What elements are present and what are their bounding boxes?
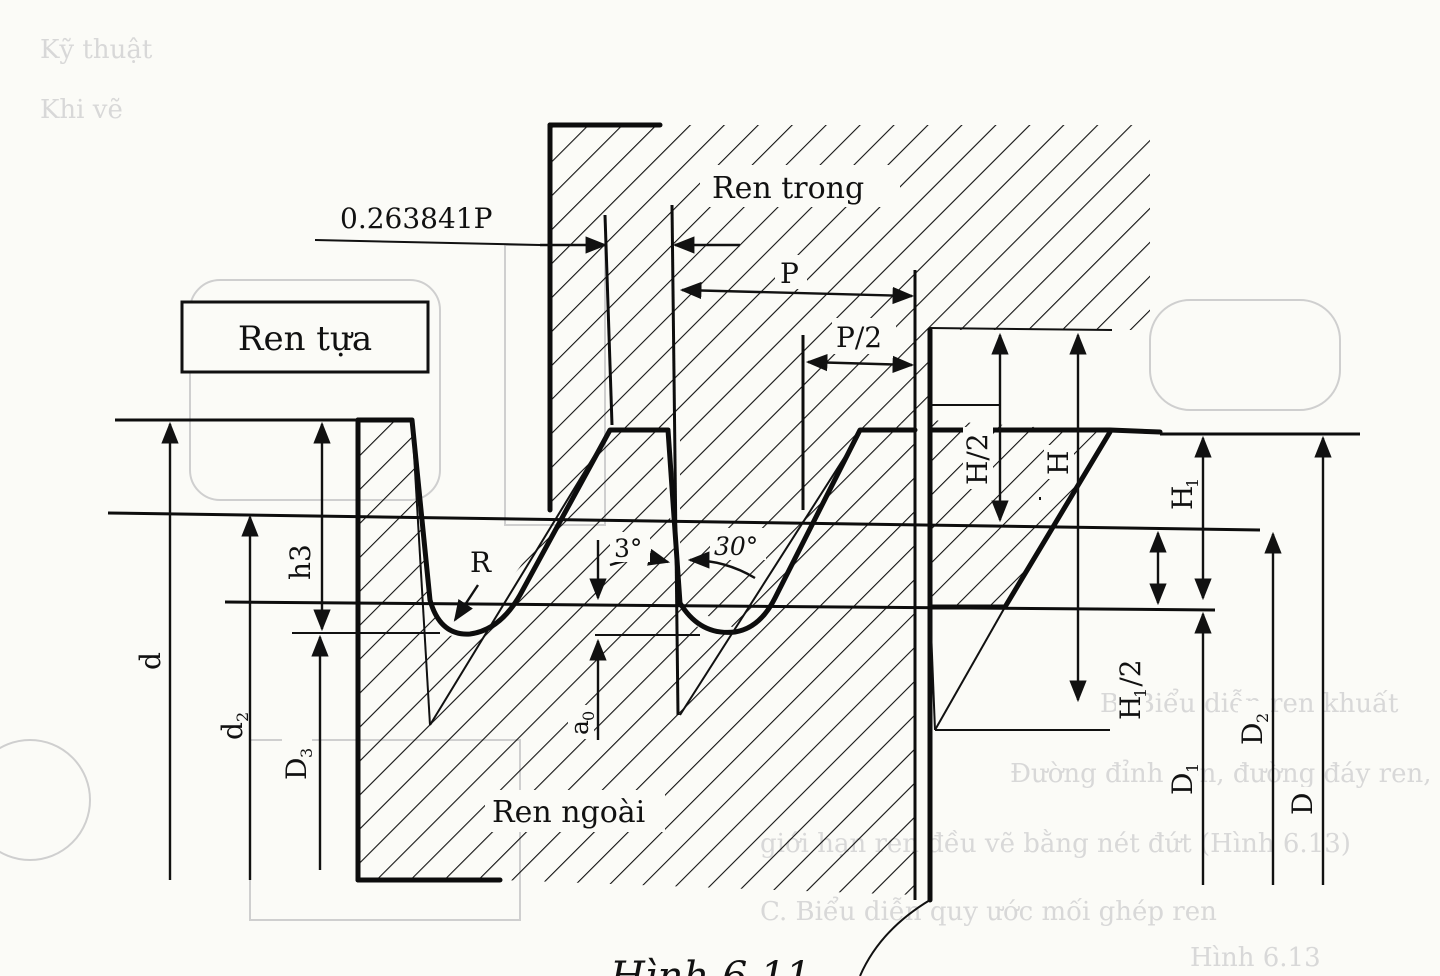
- flank-extension-3: [679, 432, 861, 716]
- reference-lines: [107, 327, 1360, 636]
- label-a0: a: [565, 720, 594, 735]
- label-H1-half-sub: 1: [1131, 688, 1150, 698]
- dim-p: [679, 281, 915, 305]
- bleed-text-2: Khi vẽ: [40, 95, 123, 125]
- label-D3-sub: 3: [297, 748, 316, 758]
- labels: Ren trong Ren ngoài 0.263841P P P/2 R 3°…: [134, 165, 1319, 832]
- label-d2-group: d 2: [216, 700, 252, 744]
- figure-caption: Hình 6.11: [609, 954, 811, 976]
- internal-thread-hatch: [550, 125, 1150, 633]
- label-d2-sub: 2: [233, 712, 252, 722]
- label-D: D: [1286, 793, 1319, 815]
- label-a0-sub: 0: [579, 711, 598, 721]
- dimensions: [161, 236, 1332, 885]
- label-H1-sub: 1: [1183, 478, 1202, 488]
- leader-pitch-factor: [314, 239, 541, 246]
- dim-p-half: [805, 353, 915, 374]
- external-thread-profile: [355, 417, 918, 637]
- label-h: H: [1042, 451, 1075, 475]
- label-ren-trong: Ren trong: [712, 171, 864, 206]
- label-ren-ngoai: Ren ngoài: [492, 795, 645, 830]
- pitch-line: [107, 511, 1261, 532]
- label-D2: D: [1236, 723, 1269, 745]
- outlines: [355, 122, 1163, 903]
- minor-diameter-line: [224, 600, 1216, 612]
- bleed-text-1: Kỹ thuật: [40, 35, 153, 65]
- label-D1-sub: 1: [1183, 763, 1202, 773]
- title-box-frame: [180, 300, 430, 374]
- label-d-group: d: [134, 646, 167, 674]
- external-thread-hatch: [358, 420, 915, 895]
- label-H1: H: [1166, 486, 1199, 510]
- label-angle-3: 3°: [614, 534, 642, 563]
- label-D1: D: [1166, 773, 1199, 795]
- label-a0-group: a 0: [565, 705, 598, 739]
- label-r: R: [470, 546, 492, 579]
- label-D-group: D: [1286, 787, 1319, 819]
- label-pitch-factor: 0.263841P: [340, 202, 492, 235]
- bleed-text-7: Hình 6.13: [1190, 943, 1321, 973]
- flank-extension-4: [929, 604, 936, 731]
- label-D1-group: D 1: [1166, 751, 1202, 799]
- label-D2-sub: 2: [1253, 713, 1272, 723]
- bleed-text-4: Đường đỉnh ren, đường đáy ren, đường: [1010, 759, 1440, 789]
- label-D2-group: D 2: [1236, 701, 1272, 749]
- label-H1-group: H 1: [1166, 468, 1202, 514]
- label-h-half: H/2: [961, 433, 994, 485]
- flank-extension-5: [934, 606, 1006, 731]
- flank-extension-1: [429, 429, 611, 726]
- label-D3-group: D 3: [280, 736, 316, 784]
- label-p: P: [780, 257, 799, 290]
- radius-leader: [453, 584, 480, 622]
- top-ref-line: [929, 327, 1113, 331]
- bleed-text-6: C. Biểu diễn quy ước mối ghép ren: [760, 896, 1217, 927]
- angle-30-arc: [687, 551, 756, 580]
- label-p-half: P/2: [836, 321, 882, 354]
- label-d2: d: [216, 722, 249, 740]
- label-angle-30: 30°: [714, 532, 758, 561]
- label-h3-group: h3: [284, 536, 317, 584]
- label-d: d: [134, 652, 167, 670]
- label-D3: D: [280, 758, 313, 780]
- flank-extension-2: [411, 419, 431, 726]
- construction-line-2: [670, 204, 680, 716]
- pencil-mark: [859, 899, 931, 976]
- label-h3: h3: [284, 544, 317, 580]
- title-box: Ren tựa: [180, 300, 430, 374]
- label-h-group: H: [1042, 445, 1075, 479]
- label-H1-half: H /2: [1114, 659, 1147, 720]
- label-h-half-group: H/2: [961, 427, 994, 489]
- title-box-label: Ren tựa: [238, 319, 372, 359]
- label-H1-half-group: H /2 1: [1114, 644, 1150, 724]
